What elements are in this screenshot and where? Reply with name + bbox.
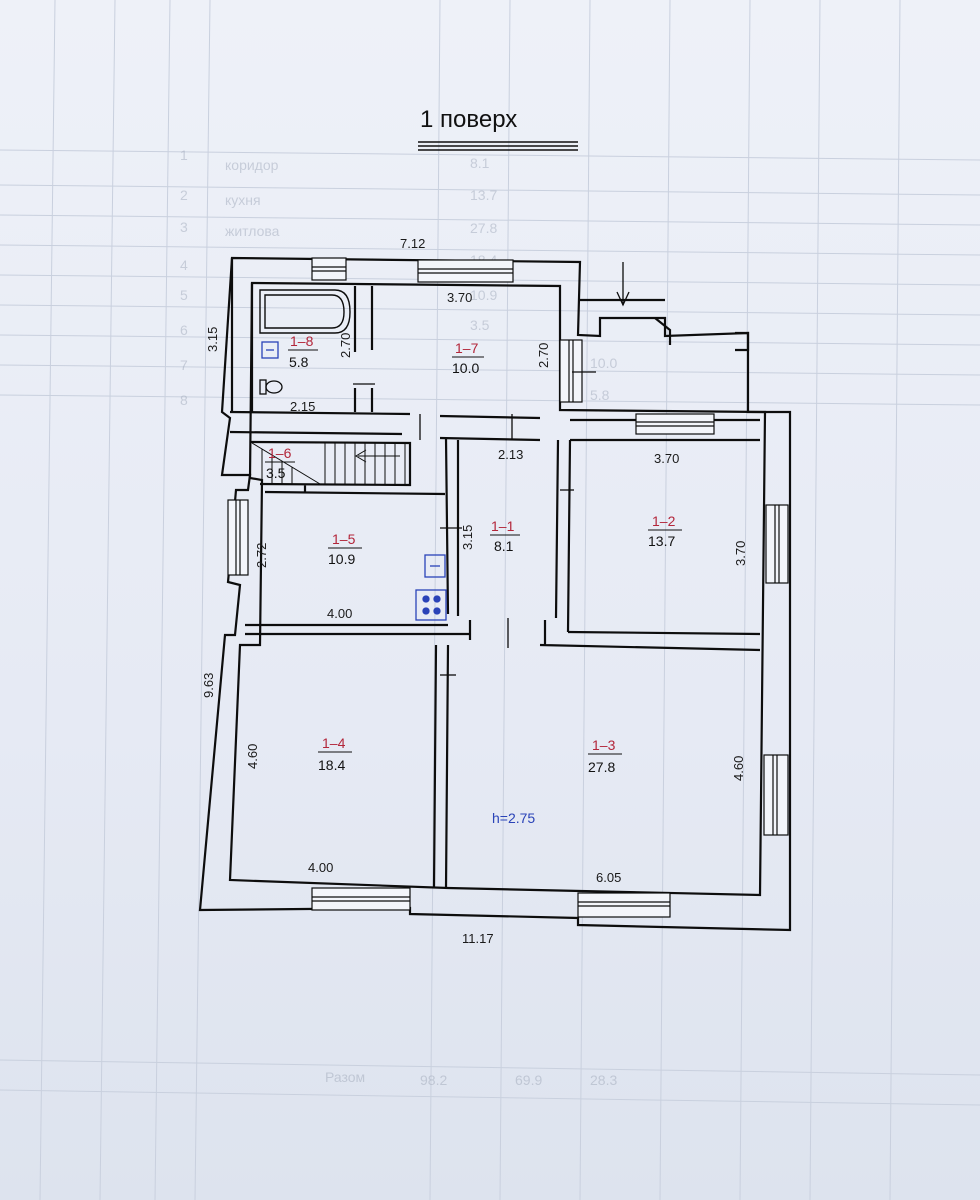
dim-r14-width: 4.00: [308, 860, 333, 875]
wall-r14-r13: [432, 644, 450, 889]
sink-icon: [261, 341, 279, 359]
dim-r11-width: 2.13: [498, 447, 523, 462]
window-r15-left: [227, 499, 249, 576]
doors: [353, 371, 596, 676]
bg-total-label: Разом: [325, 1069, 365, 1085]
wall-r12-bottom: [539, 620, 761, 652]
room-1-3-area: 27.8: [588, 759, 615, 775]
bg-val-5: 10.9: [470, 287, 497, 303]
wall-horizontal-upper: [229, 410, 760, 442]
bg-val-6: 3.5: [470, 317, 490, 333]
bg-row-8: 8: [180, 392, 188, 408]
room-1-6-area: 3.5: [266, 465, 286, 481]
room-1-8-area: 5.8: [289, 354, 309, 370]
dim-r17-depth-left: 2.70: [338, 333, 353, 358]
staircase: [251, 442, 406, 485]
window-r12-right: [765, 504, 789, 584]
bathtub: [259, 289, 351, 334]
kitchen-sink-icon: [424, 554, 446, 578]
exterior-wall-inner: [228, 281, 767, 897]
bg-val-1: 8.1: [470, 155, 490, 171]
bg-row-6: 6: [180, 322, 188, 338]
wall-r11-left: [444, 437, 460, 616]
bg-total-3: 28.3: [590, 1072, 617, 1088]
dim-r13-depth: 4.60: [731, 756, 746, 781]
bg-row-2: 2: [180, 187, 188, 203]
window-bottom-right: [577, 892, 671, 918]
window-top-left: [311, 257, 347, 281]
room-1-4-id: 1–4: [322, 735, 346, 751]
windows: [227, 257, 789, 918]
bg-name-1: коридор: [225, 157, 279, 173]
background-table-text: 1 2 3 4 5 6 7 8 коридор кухня житлова 8.…: [180, 147, 617, 1088]
dim-r13-width: 6.05: [596, 870, 621, 885]
room-labels: 1–8 5.8 1–7 10.0 1–6 3.5 1–5 10.9 1–1 8.…: [265, 333, 682, 826]
dimensions: 7.12 11.17 9.63 3.15 3.70 2.70 2.70 2.15…: [201, 236, 748, 946]
room-1-1-area: 8.1: [494, 538, 514, 554]
room-1-5-area: 10.9: [328, 551, 355, 567]
toilet-icon: [259, 379, 283, 395]
room-1-4-area: 18.4: [318, 757, 345, 773]
dim-r17-depth-right: 2.70: [536, 343, 551, 368]
room-1-5-id: 1–5: [332, 531, 356, 547]
exterior-wall-outer: [198, 256, 792, 932]
dim-r15-width: 4.00: [327, 606, 352, 621]
wall-r17-left: [353, 286, 374, 412]
room-1-6-id: 1–6: [268, 445, 292, 461]
room-1-7-id: 1–7: [455, 340, 479, 356]
window-r12-top: [635, 413, 715, 435]
dim-left-overall: 9.63: [201, 673, 216, 698]
room-1-2-area: 13.7: [648, 533, 675, 549]
dim-left-upper: 3.15: [205, 327, 220, 352]
dim-top-overall: 7.12: [400, 236, 425, 251]
room-1-7-area: 10.0: [452, 360, 479, 376]
window-r17-right: [559, 339, 583, 403]
wall-r15-bottom: [245, 620, 472, 640]
dim-r11-depth: 3.15: [460, 525, 475, 550]
bg-row-3: 3: [180, 219, 188, 235]
bg-total-1: 98.2: [420, 1072, 447, 1088]
room-1-3-id: 1–3: [592, 737, 616, 753]
room-1-1-id: 1–1: [491, 518, 515, 534]
bg-name-2: кухня: [225, 192, 261, 208]
dim-r15-depth: 2.72: [254, 543, 269, 568]
bg-row-4: 4: [180, 257, 188, 273]
title-underline: [418, 141, 578, 151]
bg-name-3: житлова: [225, 223, 280, 239]
wall-r18: [230, 258, 254, 412]
bg-val-2: 13.7: [470, 187, 497, 203]
ceiling-height-label: h=2.75: [492, 810, 535, 826]
dim-r12-width: 3.70: [654, 451, 679, 466]
bg-val-8: 5.8: [590, 387, 610, 403]
bg-row-1: 1: [180, 147, 188, 163]
bg-val-7: 10.0: [590, 355, 617, 371]
window-top-middle: [417, 259, 514, 283]
room-1-8-id: 1–8: [290, 333, 314, 349]
dim-r18-width: 2.15: [290, 399, 315, 414]
dim-r17-width: 3.70: [447, 290, 472, 305]
stove-icon: [415, 589, 447, 621]
wall-r11-right: [554, 439, 572, 633]
floor-title: 1 поверх: [420, 106, 518, 133]
entrance-arrow-icon: [616, 262, 630, 307]
room-1-2-id: 1–2: [652, 513, 676, 529]
bg-row-7: 7: [180, 357, 188, 373]
dim-bottom-overall: 11.17: [462, 931, 494, 946]
wall-r16: [249, 440, 446, 496]
window-bottom-left: [311, 887, 411, 911]
bg-total-2: 69.9: [515, 1072, 542, 1088]
window-r13-right: [763, 754, 789, 836]
bg-row-5: 5: [180, 287, 188, 303]
bg-val-3: 27.8: [470, 220, 497, 236]
dim-r14-depth: 4.60: [245, 744, 260, 769]
dim-r12-depth: 3.70: [733, 541, 748, 566]
